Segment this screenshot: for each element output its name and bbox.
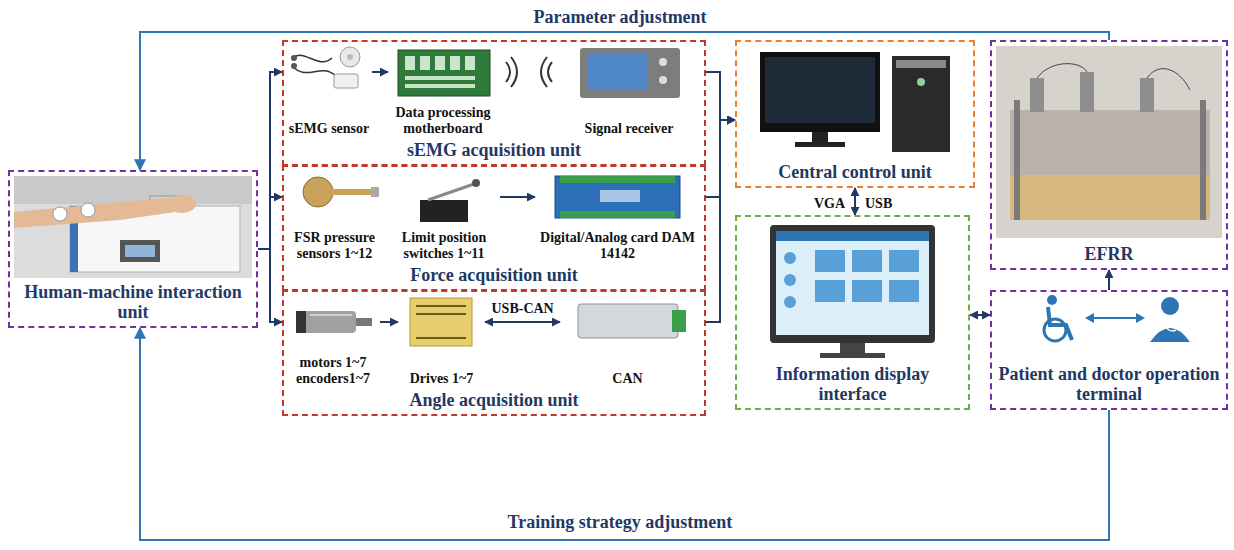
component-item: CAN — [560, 294, 695, 386]
unit-title: Force acquisition unit — [410, 265, 578, 286]
component-item: Drives 1~7 — [398, 294, 485, 386]
connector-arrow — [706, 120, 735, 322]
component-caption: Data processing motherboard — [390, 105, 496, 136]
component-caption: Digital/Analog card DAM 14142 — [537, 230, 698, 261]
component-caption: motors 1~7 encoders1~7 — [288, 355, 378, 386]
connector-arrow — [258, 72, 282, 249]
component-caption: FSR pressure sensors 1~12 — [288, 230, 381, 261]
connector-arrow — [485, 321, 560, 323]
port-label: USB — [863, 196, 894, 211]
robot-box: EFRR — [990, 40, 1228, 270]
unit-title: Patient and doctor operation terminal — [996, 364, 1222, 405]
connector-arrow — [380, 321, 398, 323]
connector-arrow — [1108, 270, 1110, 290]
display-unit-box: Information display interface — [735, 215, 970, 410]
component-caption: Limit position switches 1~11 — [390, 230, 498, 261]
component-item: motors 1~7 encoders1~7 — [286, 294, 380, 386]
interaction-unit-box: Human-machine interaction unit — [8, 170, 258, 328]
component-item: sEMG sensor — [286, 44, 372, 136]
component-item: Limit position switches 1~11 — [388, 169, 500, 261]
edge-label: Training strategy adjustment — [504, 512, 737, 533]
component-item: Digital/Analog card DAM 14142 — [535, 169, 700, 261]
component-item: FSR pressure sensors 1~12 — [286, 169, 383, 261]
interaction-photo — [14, 176, 252, 278]
connector-arrow — [140, 32, 1109, 170]
fsr-sensor-icon — [303, 177, 379, 207]
connector-arrow — [372, 71, 388, 73]
port-label: VGA — [812, 196, 847, 211]
edge-label: Parameter adjustment — [530, 7, 711, 28]
daq-card-icon — [555, 176, 680, 218]
patient-doctor-icons — [1044, 295, 1190, 342]
motor-icon — [296, 311, 372, 333]
connector-arrow — [258, 197, 282, 249]
acquisition-unit-box: Force acquisition unit FSR pressure senso… — [282, 165, 706, 291]
computer-icon — [760, 52, 950, 152]
unit-title: EFRR — [1085, 244, 1134, 265]
unit-title: sEMG acquisition unit — [407, 140, 581, 161]
display-icon — [770, 225, 935, 358]
component-caption: CAN — [612, 371, 642, 386]
connector-arrow — [706, 72, 735, 120]
unit-title: Central control unit — [778, 162, 932, 183]
efrr-photo — [996, 46, 1222, 238]
terminal-box: Patient and doctor operation terminal — [990, 290, 1228, 410]
component-caption: Signal receiver — [585, 121, 674, 136]
control-unit-box: Central control unit — [735, 40, 975, 188]
motherboard-icon — [398, 50, 490, 96]
component-item: Signal receiver — [560, 44, 698, 136]
semg-sensor-icon — [291, 47, 360, 88]
acquisition-unit-box: sEMG acquisition unit sEMG sensor Data pro… — [282, 40, 706, 166]
unit-title: Human-machine interaction unit — [14, 282, 252, 323]
connector-arrow — [140, 328, 1109, 540]
edge-label: USB-CAN — [488, 301, 558, 317]
drive-icon — [410, 298, 472, 346]
component-caption: sEMG sensor — [289, 121, 370, 136]
connector-arrow — [500, 196, 535, 198]
can-adapter-icon — [578, 304, 686, 338]
component-caption: Drives 1~7 — [410, 371, 474, 386]
connector-arrow — [258, 249, 282, 322]
connector-arrow — [970, 314, 990, 316]
limit-switch-icon — [420, 179, 480, 222]
connector-arrow — [854, 188, 856, 215]
receiver-icon — [580, 48, 680, 98]
unit-title: Information display interface — [741, 364, 964, 405]
wireless-symbol — [506, 57, 552, 87]
unit-title: Angle acquisition unit — [409, 390, 578, 411]
component-item: Data processing motherboard — [388, 44, 498, 136]
